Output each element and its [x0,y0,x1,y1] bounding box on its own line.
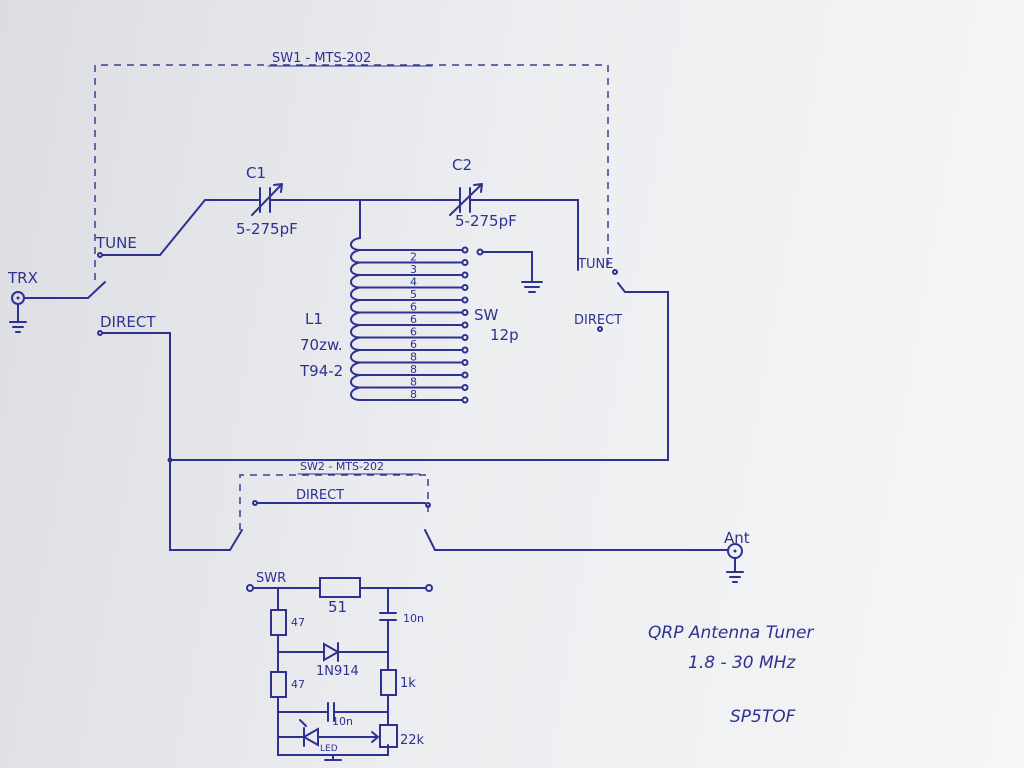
swr-c-mid: 10n [332,715,353,728]
switch-contact [461,284,469,291]
sw1-tune-label: TUNE [95,234,137,252]
switch-contact [461,259,469,266]
ant-label: Ant [724,529,750,547]
swr-label: SWR [256,571,286,586]
sw1-label: SW1 - MTS-202 [272,51,371,66]
c2-value: 5-275pF [455,212,517,230]
l1-core: T94-2 [299,362,343,380]
title-line1: QRP Antenna Tuner [648,623,814,643]
trx-connector [9,281,106,333]
c1-value: 5-275pF [236,220,298,238]
switch-contact [461,396,469,404]
ant-connector [726,543,744,583]
swr-r-1k: 1k [400,676,416,691]
tap-turns-label: 4 [410,276,417,289]
swr-diode: 1N914 [316,664,359,679]
sw2-box [169,459,729,551]
switch-label: SW [474,306,499,324]
tap-turns-label: 8 [410,388,417,401]
switch-contact [461,271,469,279]
tap-turns-label: 8 [410,376,417,389]
sw1-direct-right-label: DIRECT [574,313,622,328]
coil-windings [350,237,361,401]
tap-turns-label: 3 [410,263,417,276]
tap-turns-label: 8 [410,363,417,376]
tune-path [97,183,618,275]
switch-contact [461,321,469,329]
switch-contact [461,334,469,341]
swr-r2: 47 [291,678,305,691]
swr-r1: 47 [291,616,305,629]
sw1-box [94,64,609,280]
tap-turns-label: 6 [410,338,417,351]
swr-pot: 22k [400,733,425,748]
swr-circuit [246,577,433,761]
tap-turns-label: 6 [410,313,417,326]
c1-label: C1 [246,164,266,182]
direct-path [97,282,669,463]
swr-led: LED [320,744,338,754]
swr-r-series: 51 [328,598,347,616]
c2-label: C2 [452,156,472,174]
switch-contact [461,309,469,316]
tap-turns-label: 2 [410,251,417,264]
sw2-label: SW2 - MTS-202 [300,460,384,473]
l1-coil [350,199,469,404]
switch-common-ground [476,248,543,293]
l1-label: L1 [305,310,323,328]
tap-turns-label: 6 [410,326,417,339]
tap-turns-label: 5 [410,288,417,301]
title-author: SP5TOF [730,707,796,727]
sw1-direct-label: DIRECT [100,313,156,331]
tap-turns-label: 6 [410,301,417,314]
switch-contact [461,359,469,366]
tap-turns-label: 8 [410,351,417,364]
sw1-tune-right-label: TUNE [577,257,613,272]
switch-positions: 12p [490,326,519,344]
switch-contact [461,384,469,391]
sw2-direct-label: DIRECT [296,488,344,503]
switch-contact [461,246,469,254]
switch-contact [461,371,469,379]
title-line2: 1.8 - 30 MHz [688,653,796,673]
l1-turns: 70zw. [300,336,343,354]
trx-label: TRX [7,269,38,287]
swr-c-top: 10n [403,612,424,625]
switch-contact [461,346,469,354]
switch-contact [461,296,469,304]
